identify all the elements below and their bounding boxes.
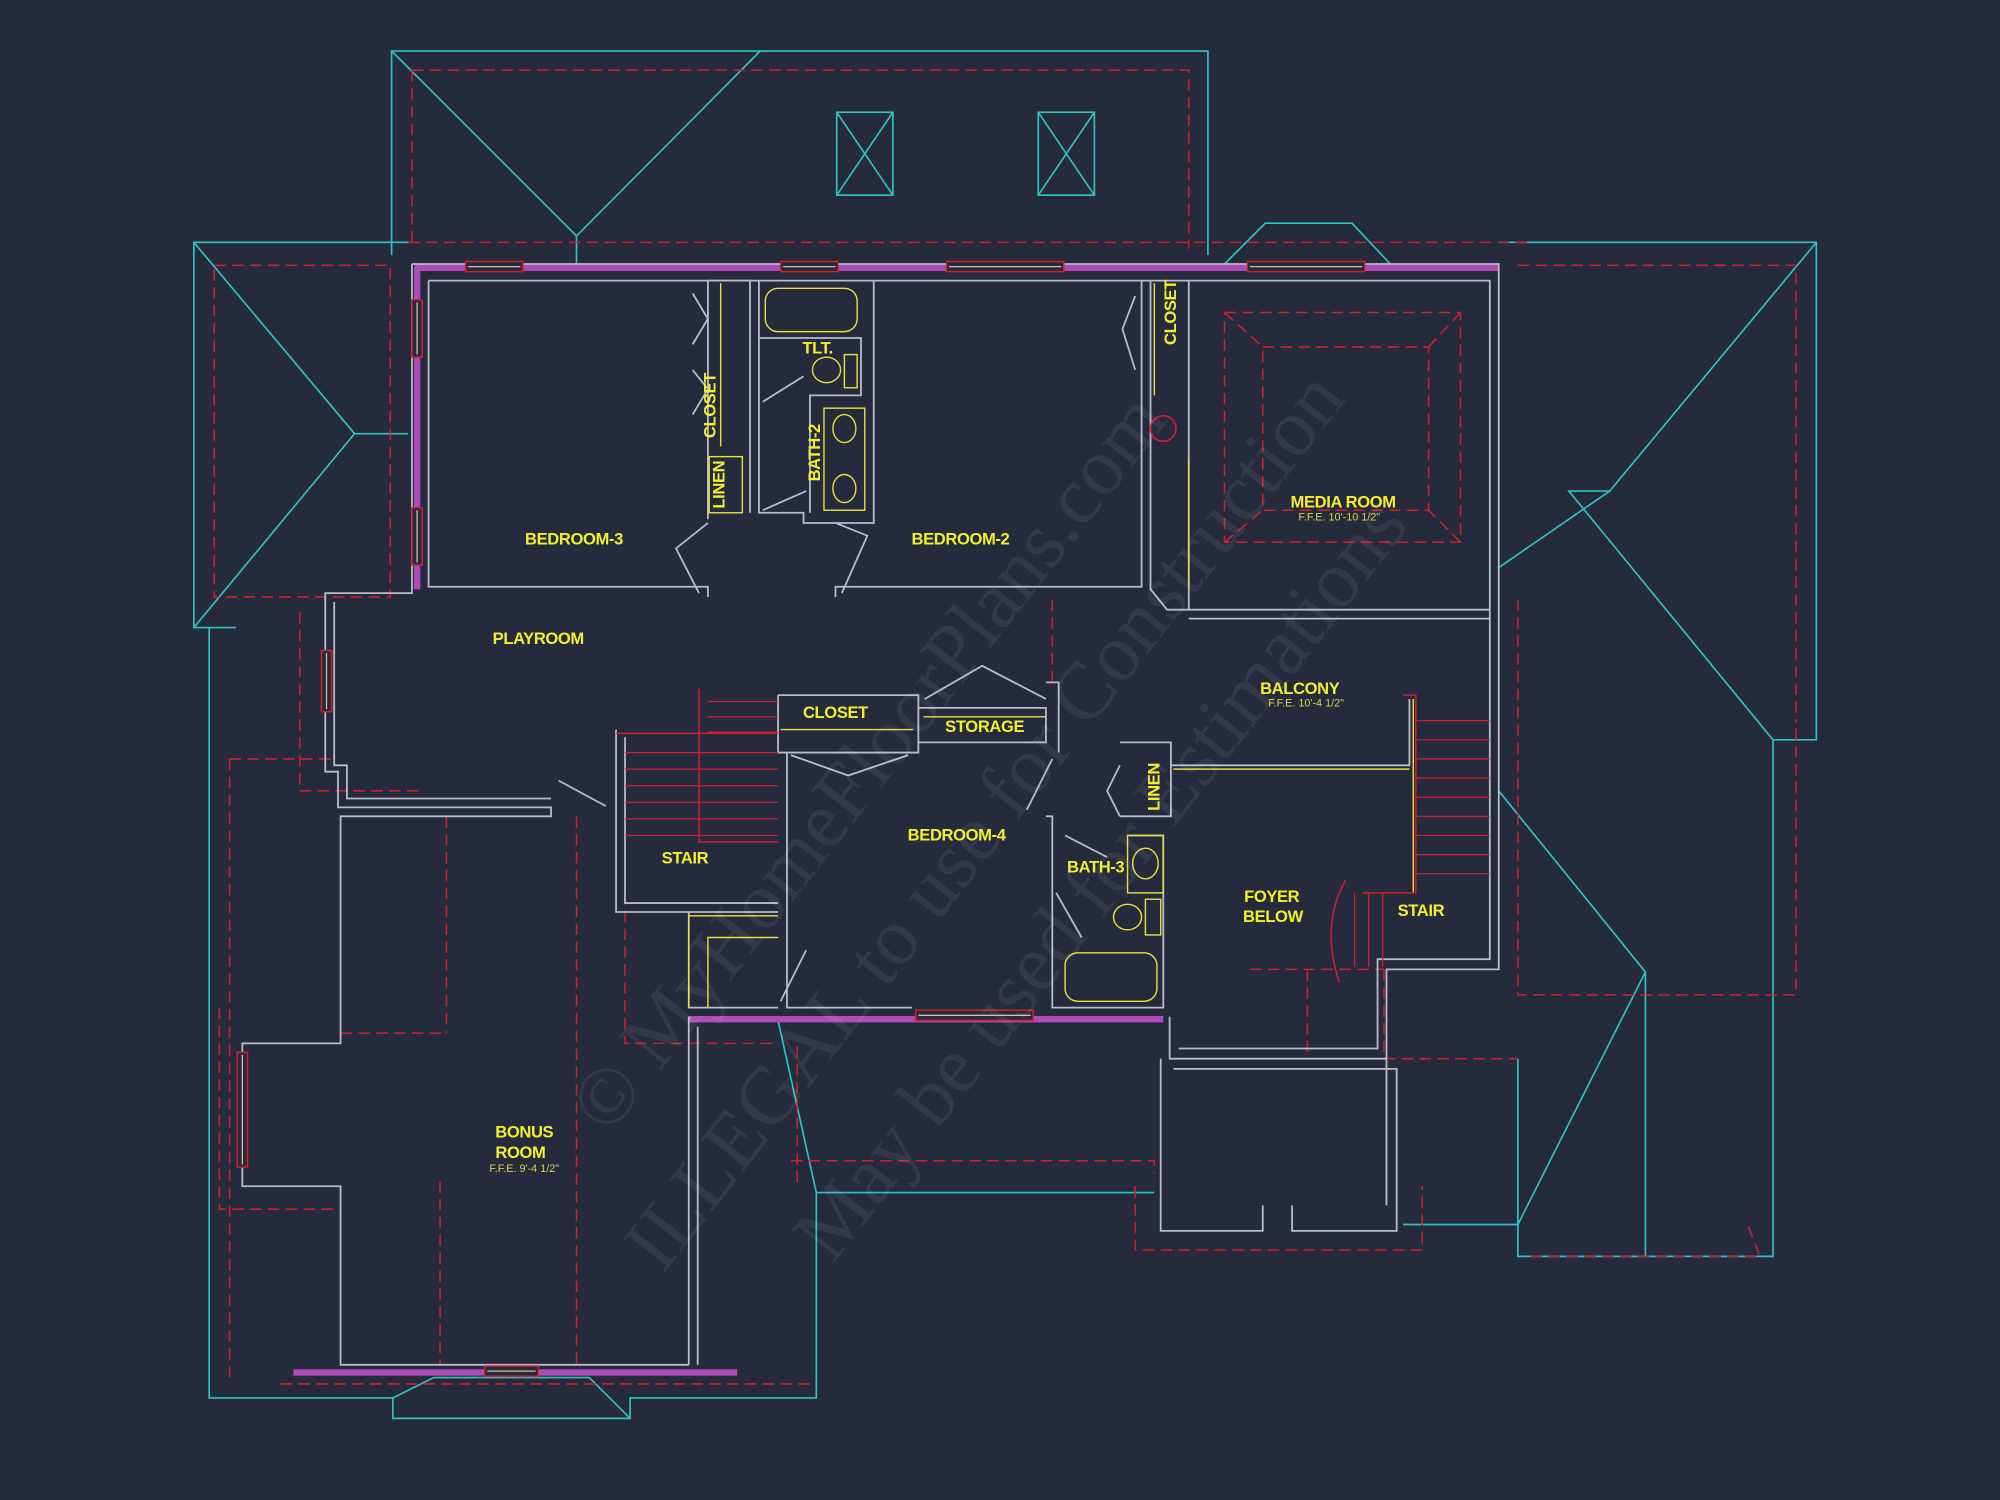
label-closet: CLOSET [803, 703, 868, 722]
label-room: ROOM [495, 1143, 545, 1162]
skylight-left [835, 111, 894, 196]
label-linen-bath-3: LINEN [1144, 763, 1163, 811]
label-bedroom-4: BEDROOM-4 [908, 826, 1007, 845]
doors [558, 292, 1137, 1002]
label-closet-bedroom-3: CLOSET [701, 373, 720, 438]
label-stair-left: STAIR [662, 849, 709, 868]
stair-left [616, 688, 779, 843]
label-media-room: MEDIA ROOM [1291, 493, 1396, 512]
stair-right [1330, 694, 1490, 983]
label-playroom: PLAYROOM [493, 629, 584, 648]
room-labels: BEDROOM-3 BEDROOM-2 PLAYROOM MEDIA ROOM … [489, 280, 1445, 1175]
hidden-lines [213, 69, 1797, 1385]
label-linen-bedroom-3: LINEN [709, 461, 728, 509]
vanity-bath2 [823, 407, 866, 511]
label-below: BELOW [1243, 907, 1304, 926]
label-foyer: FOYER [1244, 887, 1300, 906]
label-toilet: TLT. [802, 338, 832, 357]
fixtures [688, 283, 1414, 1008]
label-bath-2: BATH-2 [805, 424, 824, 481]
label-stair-right: STAIR [1398, 901, 1445, 920]
label-bonus-ffe: F.F.E. 9'-4 1/2" [489, 1163, 559, 1175]
label-balcony-ffe: F.F.E. 10'-4 1/2" [1268, 698, 1344, 710]
label-bedroom-3: BEDROOM-3 [525, 530, 623, 549]
label-bath-3: BATH-3 [1067, 857, 1124, 876]
toilet-bath2 [811, 356, 842, 384]
windows [236, 260, 1366, 1378]
label-closet-bedroom-2: CLOSET [1161, 280, 1180, 345]
label-bonus: BONUS [495, 1123, 553, 1142]
label-storage: STORAGE [945, 717, 1024, 736]
label-bedroom-2: BEDROOM-2 [912, 530, 1010, 549]
label-media-room-ffe: F.F.E. 10'-10 1/2" [1298, 511, 1380, 523]
bathtub-bath2 [764, 287, 858, 333]
label-balcony: BALCONY [1260, 679, 1340, 698]
bathtub-bath3 [1064, 952, 1158, 1002]
skylight-right [1037, 111, 1096, 196]
watermark: © MyHomeFloorPlans.com ILLEGAL to use fo… [551, 354, 1424, 1287]
